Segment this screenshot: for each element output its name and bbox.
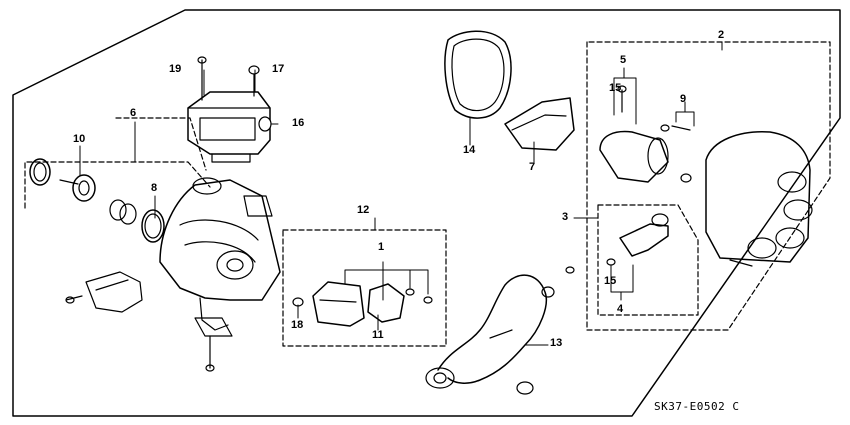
callout-9[interactable]: 9 xyxy=(680,93,687,105)
callout-3[interactable]: 3 xyxy=(562,211,569,223)
callout-5[interactable]: 5 xyxy=(620,54,627,66)
callout-15-lower[interactable]: 15 xyxy=(604,275,617,287)
callout-12[interactable]: 12 xyxy=(357,204,370,216)
callout-10[interactable]: 10 xyxy=(73,133,86,145)
callout-8[interactable]: 8 xyxy=(151,182,158,194)
outer-border xyxy=(12,9,841,417)
group-box-3 xyxy=(597,204,699,316)
callout-13[interactable]: 13 xyxy=(550,337,563,349)
drawing-code: SK37-E0502 C xyxy=(654,400,739,413)
group-box-6b xyxy=(115,117,207,171)
rotor-cap xyxy=(599,85,813,267)
callout-7[interactable]: 7 xyxy=(529,161,536,173)
callout-4[interactable]: 4 xyxy=(617,303,624,315)
wire-harness xyxy=(425,266,575,395)
drawing-code-suffix: C xyxy=(732,400,740,413)
leader-lines xyxy=(79,41,723,346)
callout-19[interactable]: 19 xyxy=(169,63,182,75)
seal-parts xyxy=(29,158,165,243)
callout-11[interactable]: 11 xyxy=(372,329,384,341)
group-box-2 xyxy=(586,41,831,331)
rotor-small xyxy=(606,213,669,266)
callout-14[interactable]: 14 xyxy=(463,144,476,156)
callout-15-upper[interactable]: 15 xyxy=(609,82,622,94)
group-box-12 xyxy=(282,229,447,347)
gasket-cover xyxy=(444,30,575,151)
distributor-housing xyxy=(159,177,281,372)
callout-17[interactable]: 17 xyxy=(272,63,285,75)
callout-2[interactable]: 2 xyxy=(718,29,725,41)
callout-6[interactable]: 6 xyxy=(130,107,137,119)
callout-1[interactable]: 1 xyxy=(378,241,385,253)
callout-16[interactable]: 16 xyxy=(292,117,305,129)
group-box-6 xyxy=(24,161,211,209)
coil-assembly xyxy=(187,56,272,163)
drawing-code-number: SK37-E0502 xyxy=(654,400,726,413)
bracket xyxy=(65,271,143,313)
module-parts xyxy=(292,281,433,327)
callout-18[interactable]: 18 xyxy=(291,319,304,331)
